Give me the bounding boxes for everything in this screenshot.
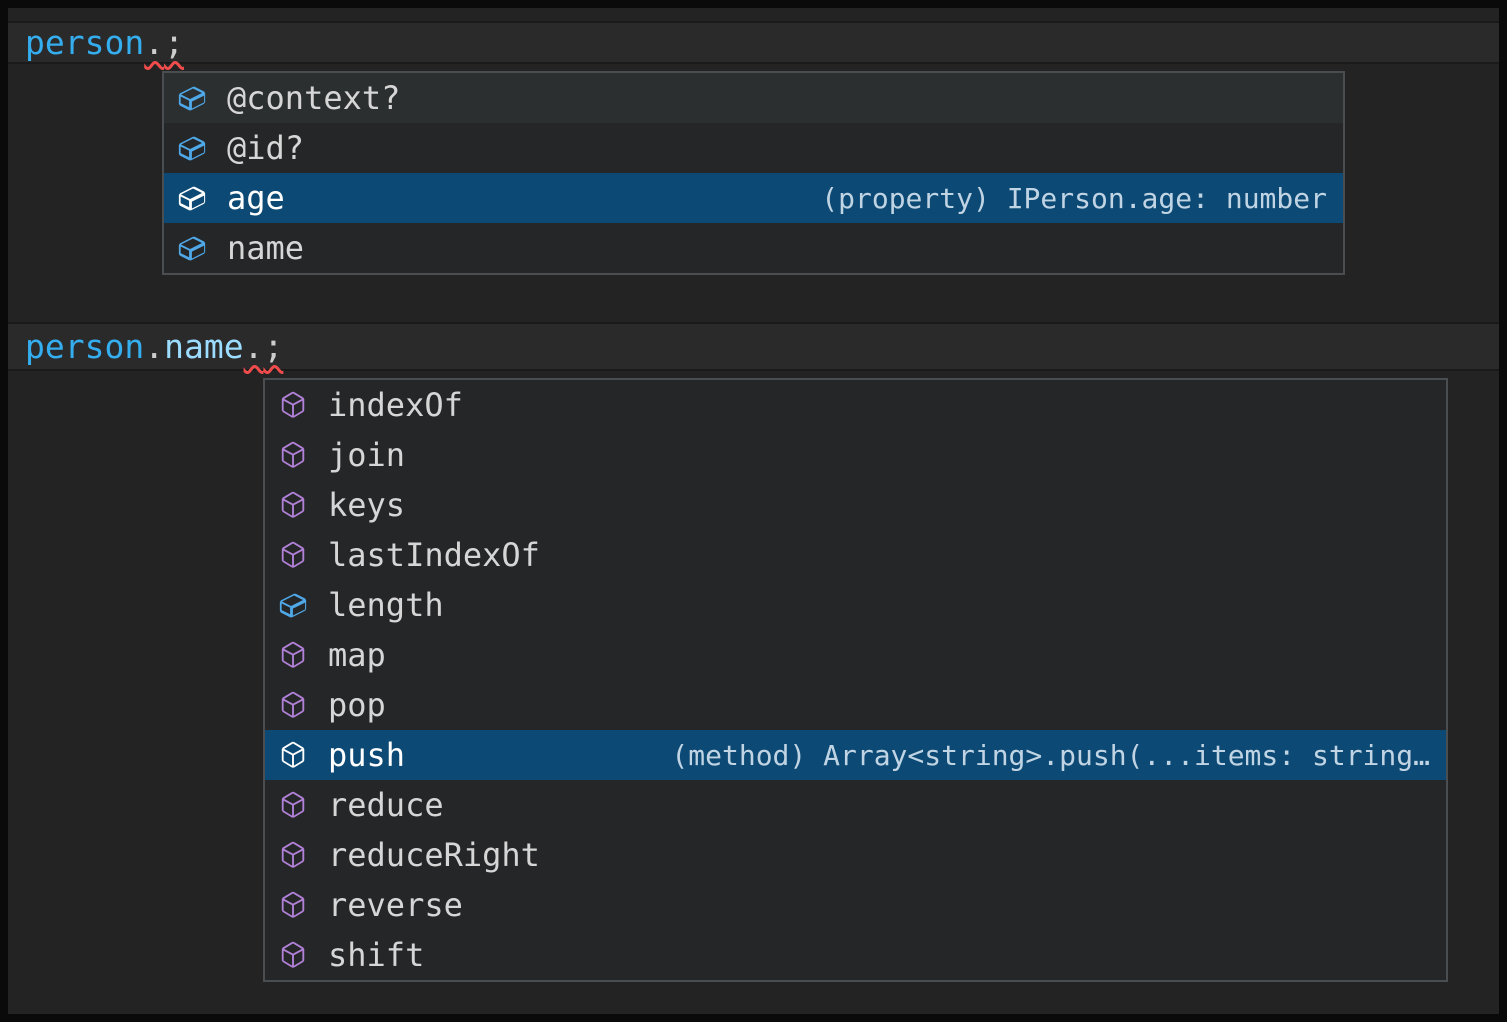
suggest-widget-person: @context? @id? age (property) IPerson.ag… [162,71,1345,275]
symbol-method-icon [278,640,308,670]
code-token-semicolon: ; [263,327,284,366]
code-line-person-name[interactable]: person.name.; [8,322,1499,371]
code-token-semicolon: ; [164,23,184,62]
symbol-method-icon [278,490,308,520]
symbol-field-icon [177,133,207,163]
suggestion-label: @id? [227,129,305,167]
suggestion-item-push-selected[interactable]: push (method) Array<string>.push(...item… [265,730,1446,780]
suggestion-label: age [227,179,285,217]
suggestion-item-reverse[interactable]: reverse [265,880,1446,930]
suggestion-item-name[interactable]: name [164,223,1343,273]
symbol-method-icon [278,390,308,420]
suggestion-label: length [328,586,444,624]
code-token-dot: . [144,327,165,366]
suggestion-item-indexof[interactable]: indexOf [265,380,1446,430]
code-token-property: name [164,327,244,366]
suggestion-label: push [328,736,406,774]
suggestion-item-reduceright[interactable]: reduceRight [265,830,1446,880]
symbol-method-icon [278,740,308,770]
suggestion-label: map [328,636,386,674]
suggestion-detail: (method) Array<string>.push(...items: st… [671,738,1430,772]
symbol-method-icon [278,540,308,570]
suggestion-item-map[interactable]: map [265,630,1446,680]
suggestion-item-shift[interactable]: shift [265,930,1446,980]
suggestion-label: shift [328,936,425,974]
suggestion-item-id[interactable]: @id? [164,123,1343,173]
code-line-person[interactable]: person.; [8,21,1499,64]
suggestion-label: join [328,436,406,474]
symbol-field-icon [278,590,308,620]
symbol-method-icon [278,840,308,870]
suggestion-label: @context? [227,79,401,117]
suggestion-label: keys [328,486,406,524]
symbol-method-icon [278,690,308,720]
code-token-variable: person [25,23,145,62]
suggestion-item-keys[interactable]: keys [265,480,1446,530]
symbol-method-icon [278,940,308,970]
suggestion-item-age-selected[interactable]: age (property) IPerson.age: number [164,173,1343,223]
code-token-dot: . [243,327,264,366]
suggest-widget-string-members: indexOf join keys lastIndexOf length map… [263,378,1448,982]
suggestion-label: lastIndexOf [328,536,540,574]
suggestion-item-context[interactable]: @context? [164,73,1343,123]
suggestion-label: name [227,229,305,267]
suggestion-item-pop[interactable]: pop [265,680,1446,730]
suggestion-item-join[interactable]: join [265,430,1446,480]
symbol-method-icon [278,890,308,920]
symbol-method-icon [278,440,308,470]
code-token-dot: . [144,23,165,62]
suggestion-label: reduceRight [328,836,540,874]
code-token-variable: person [25,327,145,366]
suggestion-label: indexOf [328,386,463,424]
suggestion-detail: (property) IPerson.age: number [821,181,1327,215]
suggestion-item-reduce[interactable]: reduce [265,780,1446,830]
symbol-field-icon [177,233,207,263]
symbol-field-icon [177,83,207,113]
suggestion-label: reverse [328,886,463,924]
code-editor[interactable]: person.; @context? @id? age (property) I… [8,8,1499,1014]
suggestion-label: reduce [328,786,444,824]
suggestion-item-lastindexof[interactable]: lastIndexOf [265,530,1446,580]
symbol-field-icon [177,183,207,213]
symbol-method-icon [278,790,308,820]
suggestion-item-length[interactable]: length [265,580,1446,630]
suggestion-label: pop [328,686,386,724]
